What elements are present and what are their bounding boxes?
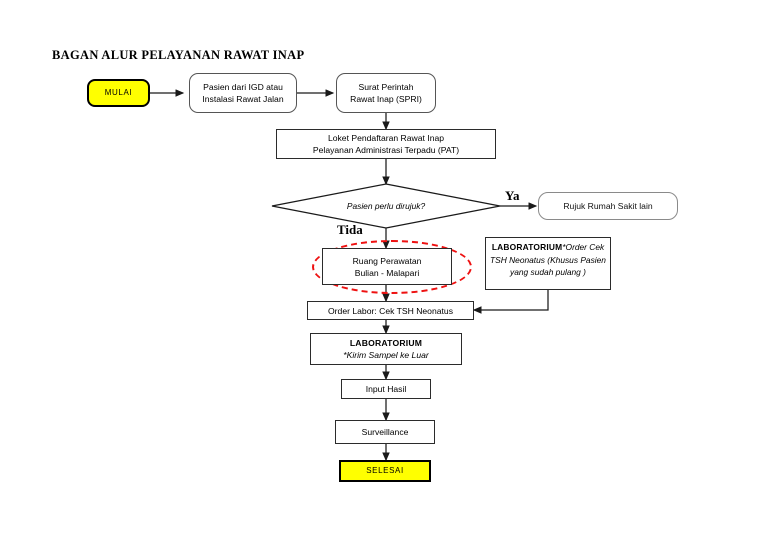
node-spri-line2: Rawat Inap (SPRI) [350,94,422,104]
node-input-hasil[interactable]: Input Hasil [341,379,431,399]
node-input-hasil-label: Input Hasil [365,384,407,394]
node-patient-source-line2: Instalasi Rawat Jalan [202,94,284,104]
node-surveillance-label: Surveillance [361,427,409,437]
node-refer-other-hospital[interactable]: Rujuk Rumah Sakit lain [538,192,678,220]
node-surveillance[interactable]: Surveillance [335,420,435,444]
node-laboratorium-kirim-head: LABORATORIUM [349,338,423,348]
node-ruang-perawatan-line2: Bulian - Malapari [354,267,420,278]
node-start-label: MULAI [104,88,133,97]
node-laboratorium-kirim[interactable]: LABORATORIUM *Kirim Sampel ke Luar [310,333,462,365]
node-refer-other-hospital-label: Rujuk Rumah Sakit lain [563,201,653,211]
node-order-labor-label: Order Labor: Cek TSH Neonatus [328,305,453,316]
node-pat-registration[interactable]: Loket Pendaftaran Rawat Inap Pelayanan A… [276,129,496,159]
node-end-label: SELESAI [366,466,404,475]
note-laboratorium-order-line2: TSH Neonatus (Khusus Pasien [490,254,606,265]
node-patient-source[interactable]: Pasien dari IGD atau Instalasi Rawat Jal… [189,73,297,113]
node-ruang-perawatan-line1: Ruang Perawatan [352,255,422,266]
node-laboratorium-kirim-sub: *Kirim Sampel ke Luar [343,350,429,360]
edge-label-yes: Ya [505,188,520,203]
node-spri[interactable]: Surat Perintah Rawat Inap (SPRI) [336,73,436,113]
node-decision-referral[interactable]: Pasien perlu dirujuk? [272,184,500,228]
node-ruang-perawatan[interactable]: Ruang Perawatan Bulian - Malapari [322,248,452,285]
note-laboratorium-order-line3: yang sudah pulang ) [510,267,586,277]
note-laboratorium-order-head: LABORATORIUM [491,242,563,252]
node-start[interactable]: MULAI [87,79,150,107]
node-pat-line1: Loket Pendaftaran Rawat Inap [327,133,445,143]
edge-label-no: Tida [337,222,363,237]
node-end[interactable]: SELESAI [339,460,431,482]
node-decision-label: Pasien perlu dirujuk? [346,201,426,211]
node-pat-line2: Pelayanan Administrasi Terpadu (PAT) [312,145,460,155]
note-laboratorium-order[interactable]: LABORATORIUM*Order Cek TSH Neonatus (Khu… [485,237,611,290]
node-spri-line1: Surat Perintah [358,82,414,92]
node-patient-source-line1: Pasien dari IGD atau [203,82,283,92]
page-title: BAGAN ALUR PELAYANAN RAWAT INAP [52,48,305,62]
note-laboratorium-order-line1: *Order Cek [562,242,605,252]
node-order-labor[interactable]: Order Labor: Cek TSH Neonatus [307,301,474,320]
